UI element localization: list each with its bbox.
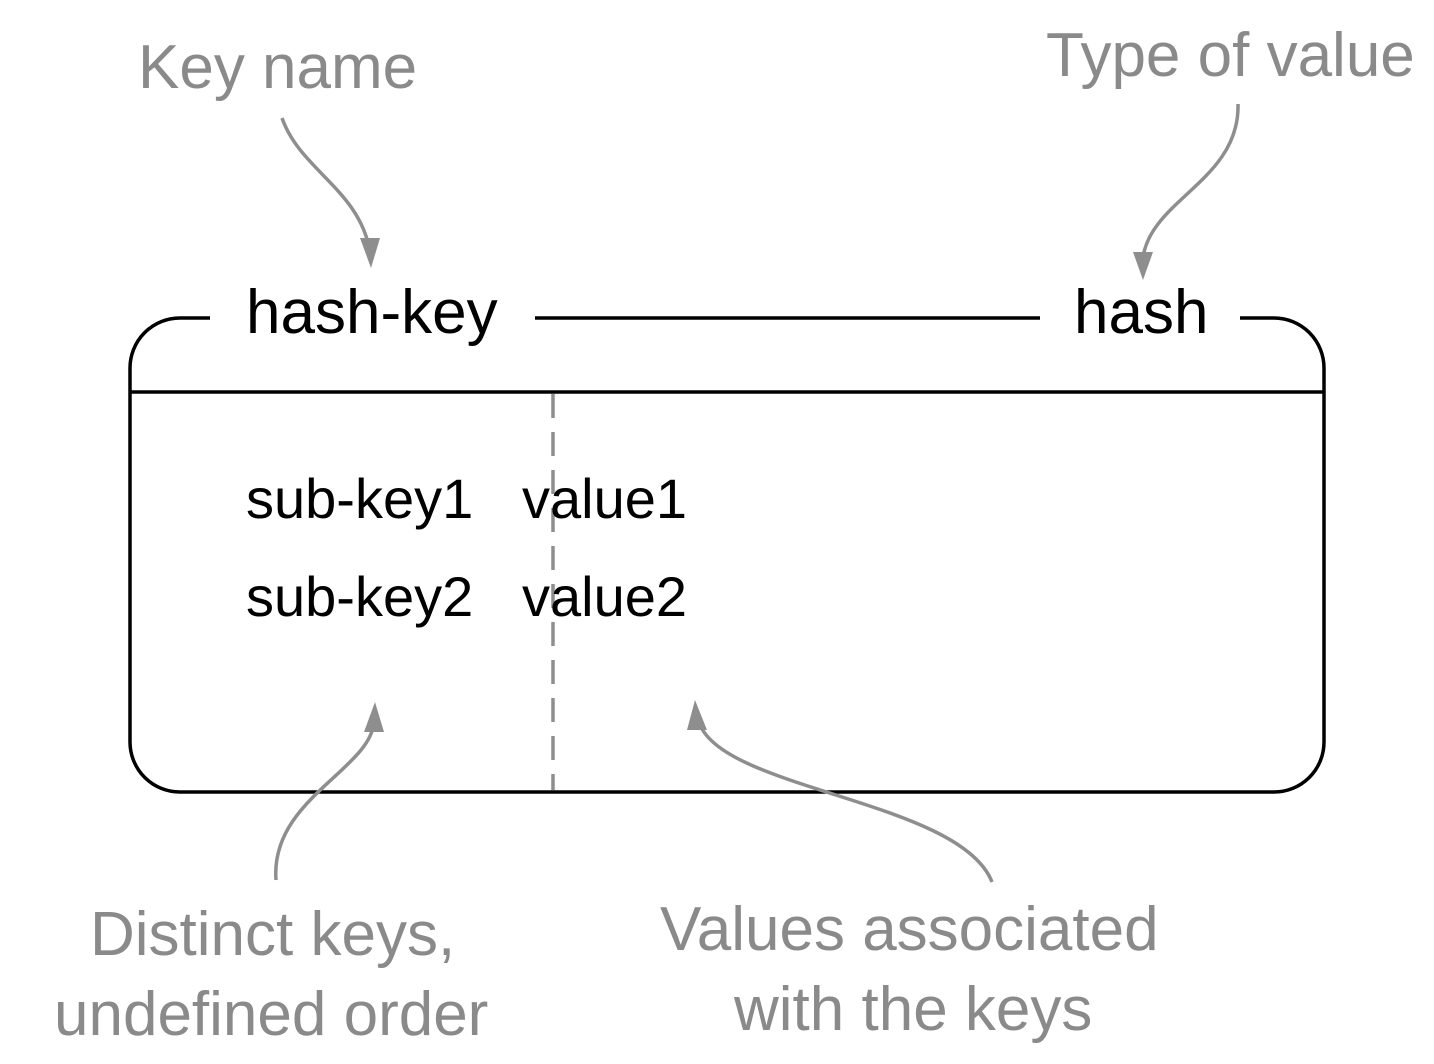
row-1-value: value1: [522, 467, 687, 530]
row-1-sub-key: sub-key1: [246, 467, 473, 530]
row-2-sub-key: sub-key2: [246, 565, 473, 628]
distinct-keys-arrowhead: [364, 702, 384, 732]
type-of-value-arrow: [1141, 103, 1240, 259]
hash-type-label: hash: [1074, 278, 1208, 347]
distinct-keys-arrow: [274, 721, 376, 881]
hash-box-outline: [128, 316, 1326, 794]
values-label-line1: Values associated: [660, 895, 1159, 964]
hash-key-label: hash-key: [246, 278, 498, 347]
key-name-label: Key name: [138, 33, 417, 102]
values-arrowhead: [687, 700, 707, 730]
distinct-keys-label-line1: Distinct keys,: [90, 900, 455, 969]
key-name-arrow: [280, 117, 372, 253]
distinct-keys-label-line2: undefined order: [54, 980, 488, 1049]
type-of-value-arrowhead: [1133, 252, 1153, 280]
key-name-arrowhead: [360, 238, 380, 268]
values-arrow: [697, 721, 994, 883]
row-2-value: value2: [522, 565, 687, 628]
type-of-value-label: Type of value: [1046, 21, 1415, 90]
values-label-line2: with the keys: [733, 975, 1092, 1044]
